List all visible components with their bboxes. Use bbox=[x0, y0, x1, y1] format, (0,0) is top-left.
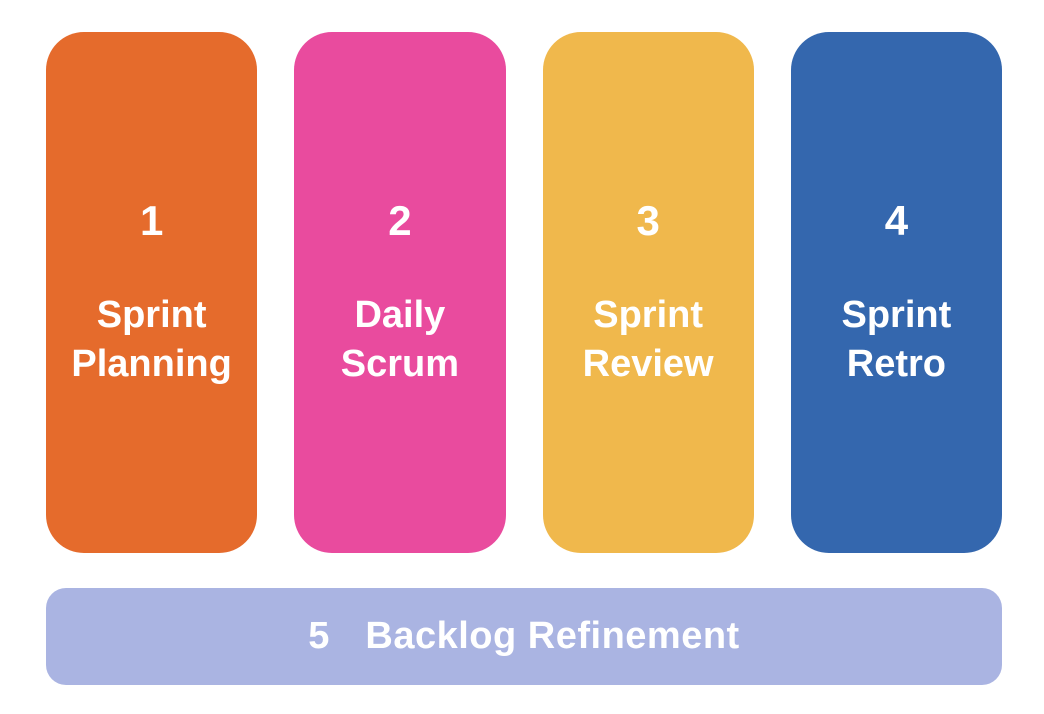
column-label: Sprint Planning bbox=[71, 293, 232, 385]
backlog-refinement-bar: 5 Backlog Refinement bbox=[46, 588, 1002, 685]
column-sprint-review: 3 Sprint Review bbox=[542, 32, 754, 553]
column-sprint-retro: 4 Sprint Retro bbox=[790, 32, 1002, 553]
column-label: Daily Scrum bbox=[340, 293, 460, 385]
bar-label: Backlog Refinement bbox=[365, 615, 740, 657]
column-number: 2 bbox=[388, 196, 412, 244]
column-label: Sprint Retro bbox=[841, 293, 952, 385]
column-number: 4 bbox=[884, 196, 909, 244]
column-number: 1 bbox=[139, 196, 164, 244]
column-sprint-planning: 1 Sprint Planning bbox=[46, 32, 258, 553]
column-number: 3 bbox=[636, 196, 660, 244]
column-daily-scrum: 2 Daily Scrum bbox=[294, 32, 506, 553]
columns-row: 1 Sprint Planning 2 Daily Scrum 3 Sprint… bbox=[46, 32, 1002, 553]
column-label: Sprint Review bbox=[582, 293, 714, 385]
bar-number: 5 bbox=[308, 615, 330, 657]
